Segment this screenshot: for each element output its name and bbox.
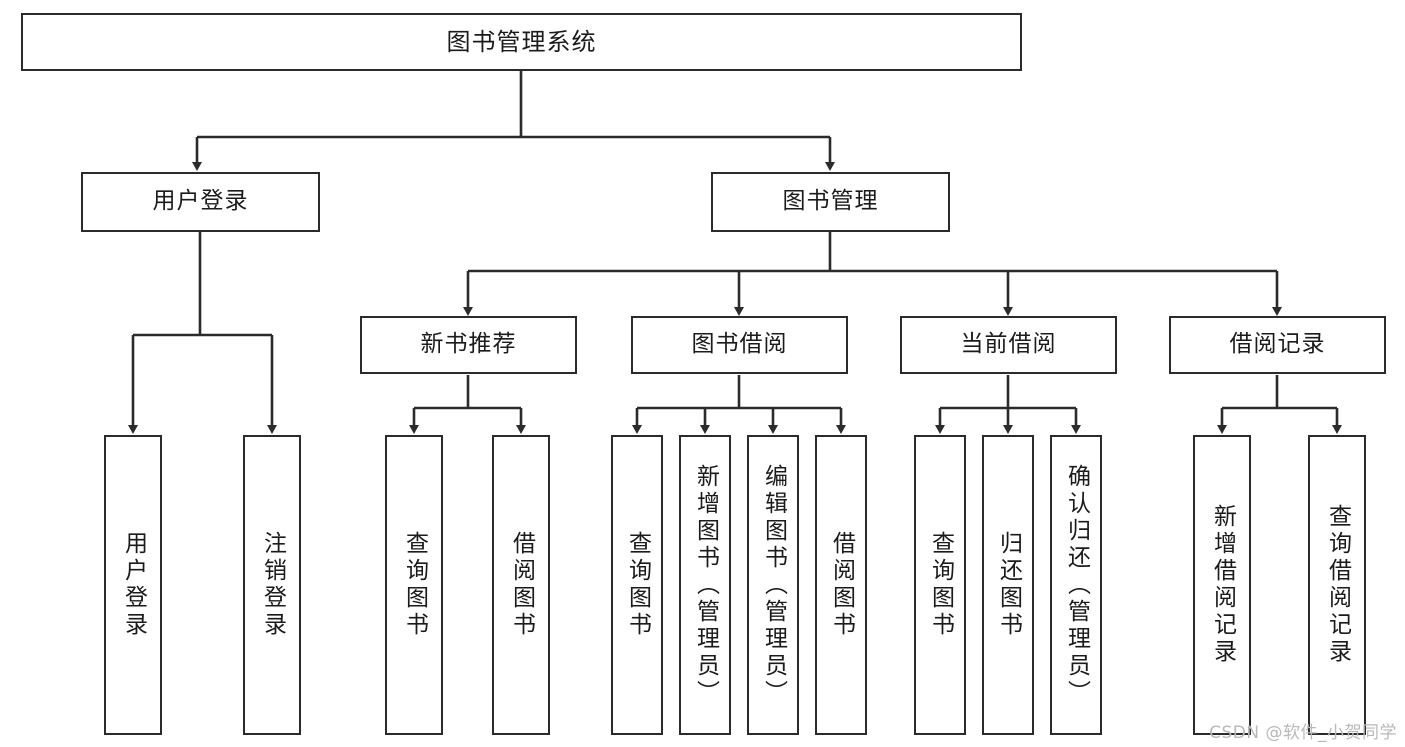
node-book-borrow[interactable]: 图书借阅	[631, 316, 848, 374]
node-leaf-user-login-label: 用户登录	[120, 531, 147, 639]
node-user-login-label: 用户登录	[152, 188, 249, 215]
node-current-borrow-label: 当前借阅	[960, 331, 1057, 358]
node-leaf-query-book-2-label: 查询图书	[624, 531, 651, 639]
node-new-book-recommend[interactable]: 新书推荐	[360, 316, 577, 374]
node-leaf-add-record-label: 新增借阅记录	[1209, 504, 1236, 666]
node-leaf-query-book-2[interactable]: 查询图书	[611, 435, 663, 735]
node-leaf-borrow-book-2-label: 借阅图书	[828, 531, 855, 639]
node-book-borrow-label: 图书借阅	[691, 331, 788, 358]
node-leaf-query-book-3-label: 查询图书	[927, 531, 954, 639]
node-root[interactable]: 图书管理系统	[21, 13, 1022, 71]
node-leaf-query-book-1-label: 查询图书	[401, 531, 428, 639]
node-leaf-query-book-3[interactable]: 查询图书	[914, 435, 966, 735]
node-current-borrow[interactable]: 当前借阅	[900, 316, 1117, 374]
node-leaf-confirm-return-label: 确认归还（管理员）	[1063, 463, 1090, 707]
node-borrow-record-label: 借阅记录	[1229, 331, 1326, 358]
node-new-book-recommend-label: 新书推荐	[420, 331, 517, 358]
node-root-label: 图书管理系统	[446, 27, 597, 56]
node-leaf-return-book-label: 归还图书	[995, 531, 1022, 639]
node-leaf-borrow-book-2[interactable]: 借阅图书	[815, 435, 867, 735]
node-leaf-edit-book[interactable]: 编辑图书（管理员）	[747, 435, 799, 735]
node-leaf-borrow-book-1-label: 借阅图书	[508, 531, 535, 639]
node-book-management[interactable]: 图书管理	[711, 172, 950, 232]
node-leaf-borrow-book-1[interactable]: 借阅图书	[492, 435, 550, 735]
node-leaf-query-record-label: 查询借阅记录	[1324, 504, 1351, 666]
node-leaf-edit-book-label: 编辑图书（管理员）	[760, 463, 787, 707]
node-leaf-logout-login-label: 注销登录	[259, 531, 286, 639]
node-borrow-record[interactable]: 借阅记录	[1169, 316, 1386, 374]
node-leaf-query-record[interactable]: 查询借阅记录	[1308, 435, 1366, 735]
node-leaf-confirm-return[interactable]: 确认归还（管理员）	[1050, 435, 1102, 735]
node-book-management-label: 图书管理	[782, 188, 879, 215]
node-leaf-add-record[interactable]: 新增借阅记录	[1193, 435, 1251, 735]
node-user-login[interactable]: 用户登录	[81, 172, 320, 232]
node-leaf-return-book[interactable]: 归还图书	[982, 435, 1034, 735]
node-leaf-user-login[interactable]: 用户登录	[104, 435, 162, 735]
node-leaf-query-book-1[interactable]: 查询图书	[385, 435, 443, 735]
node-leaf-add-book-label: 新增图书（管理员）	[692, 463, 719, 707]
csdn-watermark: CSDN @软件_小贺同学	[1209, 723, 1397, 743]
node-leaf-add-book[interactable]: 新增图书（管理员）	[679, 435, 731, 735]
node-leaf-logout-login[interactable]: 注销登录	[243, 435, 301, 735]
